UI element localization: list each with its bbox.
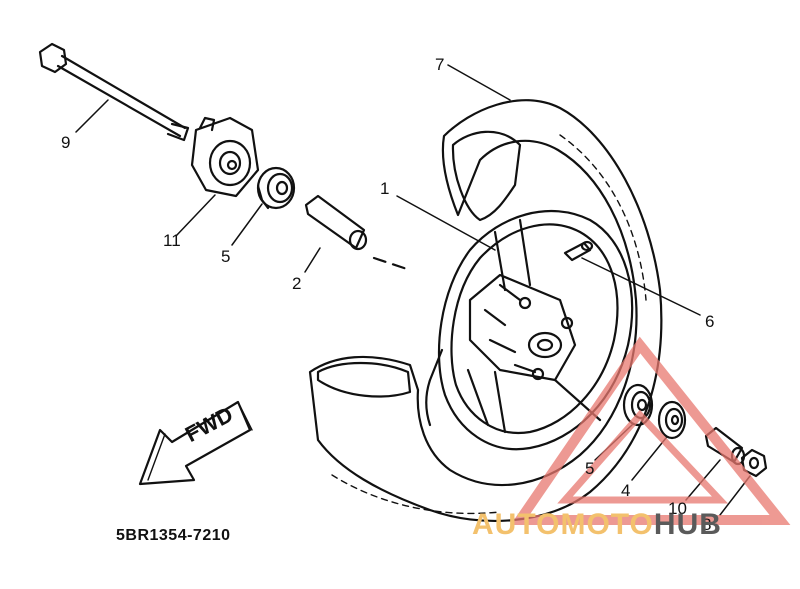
callout-bearing-right: 5 xyxy=(585,459,595,478)
callout-stud: 6 xyxy=(705,312,715,331)
callout-rim: 1 xyxy=(380,179,390,198)
callout-spacer: 2 xyxy=(292,274,302,293)
callout-tire: 7 xyxy=(435,55,445,74)
tire xyxy=(308,99,663,522)
leader-lines xyxy=(75,64,751,516)
callout-axle: 9 xyxy=(61,133,71,152)
watermark-brand-a: AUTOMOTO xyxy=(472,508,654,541)
spacer xyxy=(304,194,412,272)
oil-seal xyxy=(657,400,687,440)
part-code: 5BR1354-7210 xyxy=(116,527,231,544)
rim xyxy=(425,210,634,451)
watermark-logo xyxy=(510,336,791,525)
watermark-brand-b: HUB xyxy=(653,508,722,541)
bearing-left xyxy=(256,166,296,210)
axle xyxy=(38,42,190,142)
hub xyxy=(468,273,577,382)
callout-gear-box: 11 xyxy=(163,231,181,250)
gear-box xyxy=(190,116,260,198)
watermark-text: AUTOMOTOHUB xyxy=(472,508,722,542)
callout-nut: 8 xyxy=(702,515,712,534)
fwd-arrow xyxy=(138,400,253,486)
callout-collar: 10 xyxy=(668,499,687,518)
stud xyxy=(563,240,594,262)
callout-oil-seal: 4 xyxy=(621,481,631,500)
callout-bearing-left: 5 xyxy=(221,247,231,266)
